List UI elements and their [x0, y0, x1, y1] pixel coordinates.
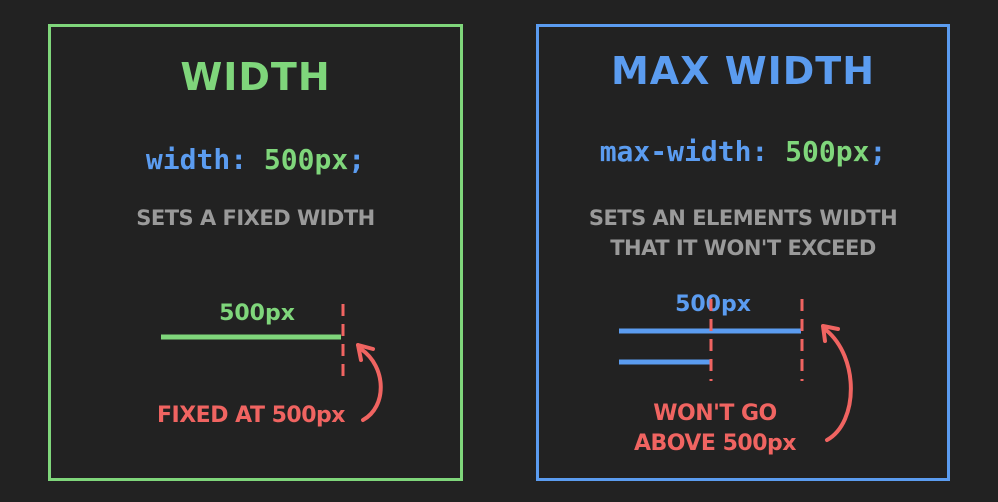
max-width-arrowhead-icon	[821, 324, 840, 343]
width-title: WIDTH	[180, 55, 331, 99]
max-width-panel: MAX WIDTH max-width: 500px; SETS AN ELEM…	[536, 24, 950, 481]
width-annotation: FIXED AT 500px	[157, 403, 345, 428]
max-width-title: MAX WIDTH	[610, 49, 876, 93]
width-code-property: width:	[145, 143, 248, 176]
max-width-annotation-line-2: ABOVE 500px	[634, 431, 796, 456]
max-width-measure-label: 500px	[675, 292, 751, 317]
max-width-code-semicolon: ;	[869, 135, 887, 168]
width-curved-arrow-icon	[359, 347, 383, 422]
width-description: SETS A FIXED WIDTH	[136, 206, 375, 230]
max-width-annotation: WON'T GO ABOVE 500px	[615, 399, 815, 459]
max-width-code-property: max-width:	[599, 135, 769, 168]
max-width-diagram: 500px	[619, 292, 853, 442]
max-width-annotation-line-1: WON'T GO	[653, 401, 777, 426]
max-width-description-line-1: SETS AN ELEMENTS WIDTH	[588, 206, 898, 230]
width-panel: WIDTH width: 500px; SETS A FIXED WIDTH 5…	[48, 24, 463, 481]
width-code-value: 500px	[263, 143, 349, 176]
max-width-curved-arrow-icon	[824, 328, 853, 442]
width-code-semicolon: ;	[348, 143, 366, 176]
width-diagram: 500px	[161, 301, 383, 422]
max-width-description-line-2: THAT IT WON'T EXCEED	[610, 236, 876, 260]
max-width-description: SETS AN ELEMENTS WIDTH THAT IT WON'T EXC…	[539, 203, 947, 263]
max-width-code-value: 500px	[785, 135, 870, 168]
width-arrowhead-icon	[356, 343, 375, 362]
max-width-code: max-width: 500px;	[539, 135, 947, 168]
width-code: width: 500px;	[51, 143, 460, 176]
width-measure-label: 500px	[219, 301, 295, 326]
